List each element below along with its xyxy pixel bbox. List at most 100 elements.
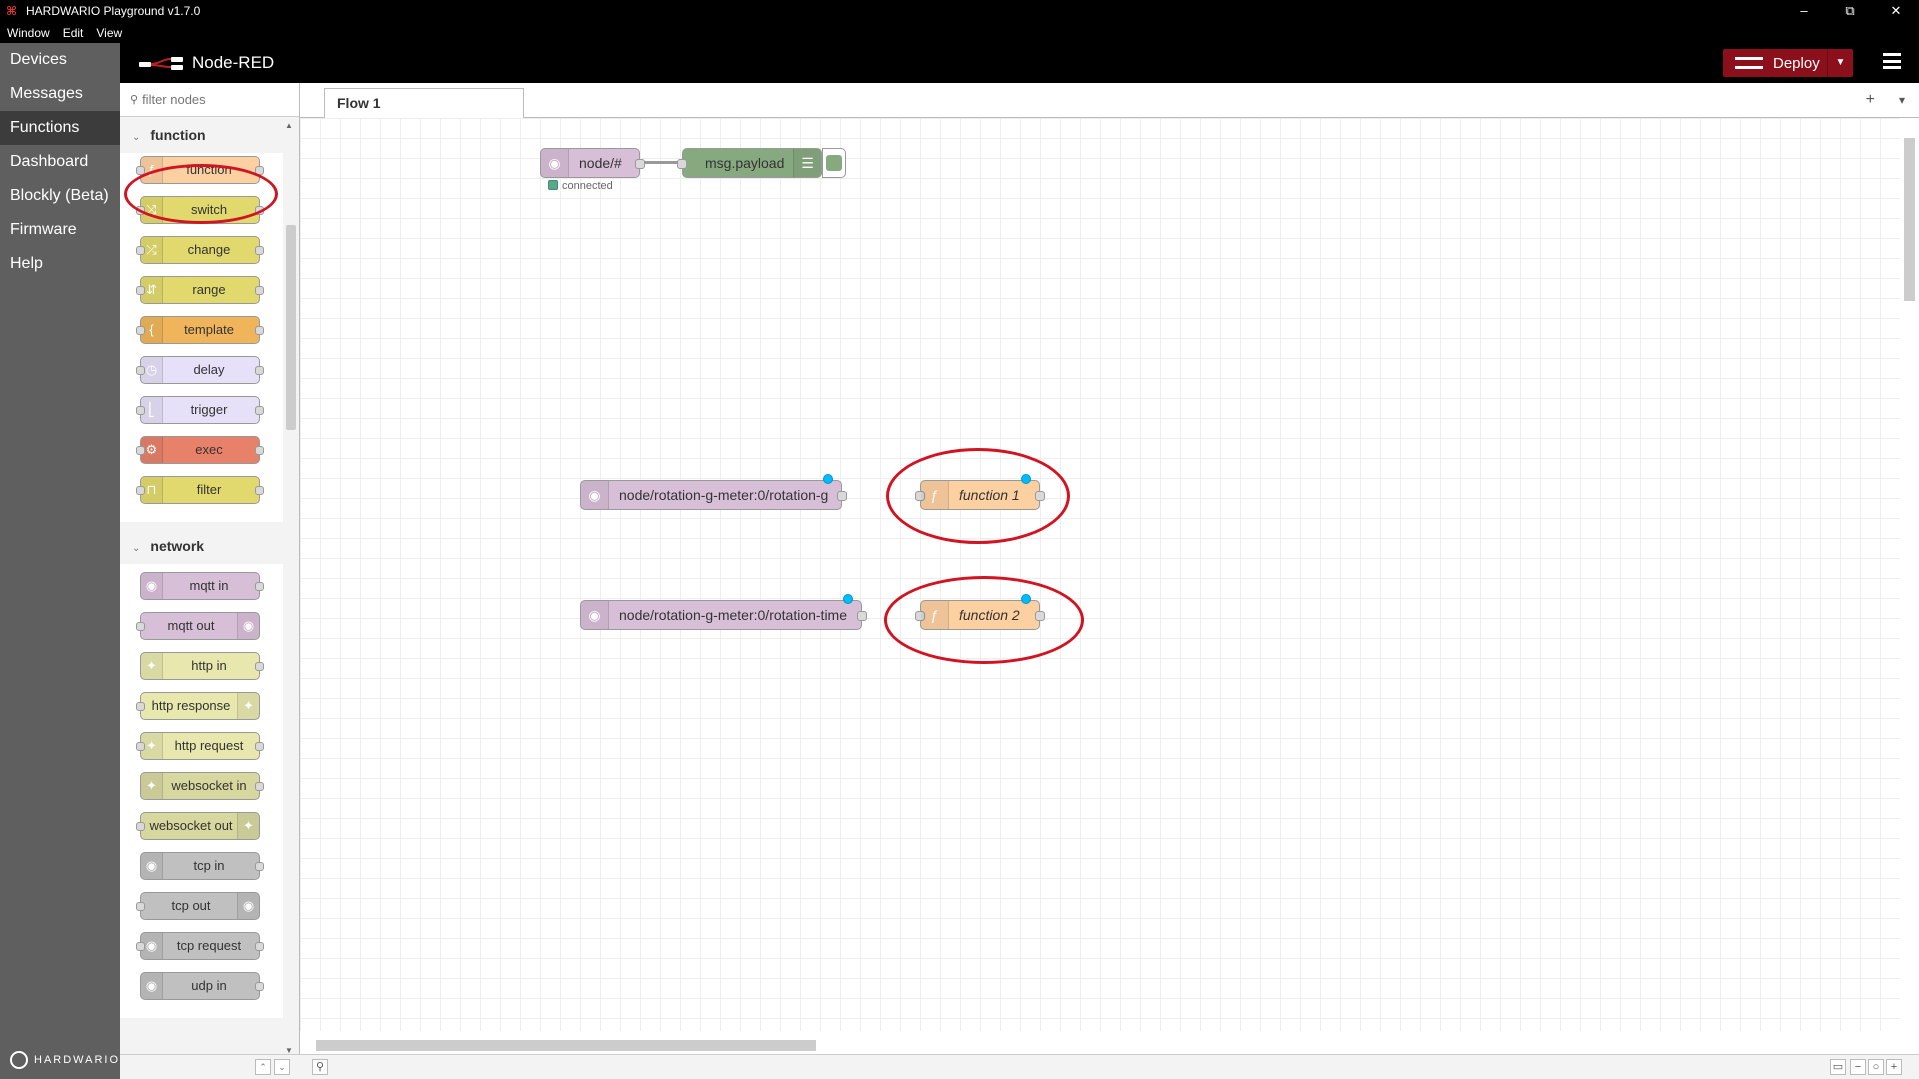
nav-item-help[interactable]: Help <box>10 255 43 272</box>
flow-node-debug[interactable]: msg.payload ☰ <box>677 148 822 178</box>
flow-node-mqtt-rotation-time[interactable]: ◉ node/rotation-g-meter:0/rotation-time <box>580 594 867 630</box>
palette-node-mqtt-out[interactable]: ◉mqtt out <box>136 612 260 640</box>
scroll-down-icon[interactable]: ▼ <box>285 1046 293 1055</box>
palette-node-websocket-out[interactable]: ✦websocket out <box>136 812 260 840</box>
palette-node-tcp-out[interactable]: ◉tcp out <box>136 892 260 920</box>
palette-node-mqtt-in[interactable]: ◉mqtt in <box>140 572 264 600</box>
palette-node-label: delay <box>193 362 225 377</box>
nav-item-functions[interactable]: Functions <box>0 111 120 145</box>
close-button[interactable]: ✕ <box>1890 3 1902 18</box>
output-port[interactable] <box>635 159 645 169</box>
palette-scrollbar[interactable]: ▲ ▼ <box>283 121 297 1055</box>
palette-node-label: template <box>184 322 234 337</box>
output-port[interactable] <box>857 611 867 621</box>
input-port <box>136 622 145 631</box>
input-port <box>136 902 145 911</box>
search-flows-icon[interactable]: ⚲ <box>312 1059 328 1075</box>
collapse-all-icon[interactable]: ⌃ <box>255 1059 271 1075</box>
palette-node-change[interactable]: ⤮change <box>136 236 264 264</box>
palette-node-template[interactable]: {template <box>136 316 264 344</box>
flow-node-function-1[interactable]: ƒ function 1 <box>915 474 1045 510</box>
zoom-in-icon[interactable]: + <box>1886 1059 1902 1075</box>
zoom-out-icon[interactable]: − <box>1850 1059 1866 1075</box>
input-port[interactable] <box>915 611 925 621</box>
flow-node-mqtt-rotation-g[interactable]: ◉ node/rotation-g-meter:0/rotation-g <box>580 474 847 510</box>
main-menu-icon[interactable] <box>1883 53 1901 69</box>
category-function-header[interactable]: ⌄function <box>120 117 299 153</box>
output-port[interactable] <box>1035 491 1045 501</box>
nav-item-firmware[interactable]: Firmware <box>10 221 77 238</box>
output-port[interactable] <box>837 491 847 501</box>
palette-node-tcp-request[interactable]: ◉tcp request <box>136 932 264 960</box>
output-port <box>255 782 264 791</box>
tcp-out-icon: ◉ <box>237 893 259 919</box>
palette-node-http-in[interactable]: ✦http in <box>140 652 264 680</box>
websocket-out-icon: ✦ <box>237 813 259 839</box>
canvas-vertical-scrollbar[interactable] <box>1900 118 1919 1031</box>
expand-all-icon[interactable]: ⌄ <box>274 1059 290 1075</box>
tab-flow-1[interactable]: Flow 1 <box>324 88 524 119</box>
menu-edit[interactable]: Edit <box>62 25 84 40</box>
change-icon: ⤮ <box>141 237 163 263</box>
deploy-button[interactable]: Deploy ▼ <box>1723 49 1853 77</box>
flow-list-chevron-icon[interactable]: ▾ <box>1898 93 1905 107</box>
deploy-icon <box>1735 57 1763 69</box>
zoom-reset-icon[interactable]: ○ <box>1868 1059 1884 1075</box>
node-label: node/rotation-g-meter:0/rotation-g <box>619 487 829 503</box>
navigator-icon[interactable]: ▭ <box>1830 1059 1846 1075</box>
palette-node-label: trigger <box>190 402 228 417</box>
palette-node-websocket-in[interactable]: ✦websocket in <box>140 772 264 800</box>
palette-filter: ⚲ <box>120 83 299 117</box>
palette-node-label: tcp in <box>193 858 225 873</box>
input-port <box>136 486 145 495</box>
node-red-logo-icon <box>139 57 183 70</box>
input-port[interactable] <box>677 159 687 169</box>
palette-scroll-thumb[interactable] <box>286 225 296 430</box>
node-red-header: Node-RED Deploy ▼ <box>120 43 1919 83</box>
deploy-menu-chevron-icon[interactable]: ▼ <box>1827 49 1853 77</box>
category-network-header[interactable]: ⌄network <box>120 528 299 564</box>
output-port <box>255 446 264 455</box>
palette-node-range[interactable]: ⇵range <box>136 276 264 304</box>
menu-window[interactable]: Window <box>7 25 50 40</box>
maximize-button[interactable]: ⧉ <box>1845 3 1855 18</box>
output-port <box>255 942 264 951</box>
palette-node-trigger[interactable]: ⎣trigger <box>136 396 264 424</box>
add-flow-icon[interactable]: + <box>1865 91 1875 108</box>
filter-nodes-input[interactable] <box>142 92 293 107</box>
canvas-horizontal-scrollbar[interactable] <box>300 1031 1900 1054</box>
input-port <box>136 406 145 415</box>
palette-node-exec[interactable]: ⚙exec <box>136 436 264 464</box>
nav-item-devices[interactable]: Devices <box>10 51 67 68</box>
palette-node-delay[interactable]: ◷delay <box>136 356 264 384</box>
canvas-vscroll-thumb[interactable] <box>1904 138 1915 301</box>
flow-node-mqtt-in[interactable]: ◉ node/# <box>540 148 645 178</box>
palette-node-switch[interactable]: ⤨switch <box>136 196 264 224</box>
palette-node-http-response[interactable]: ✦http response <box>136 692 260 720</box>
flow-canvas[interactable]: ◉ node/# connected msg.payload ☰ ◉ node/… <box>300 118 1900 1031</box>
minimize-button[interactable]: – <box>1800 3 1808 18</box>
node-label: function 1 <box>959 487 1020 503</box>
scroll-up-icon[interactable]: ▲ <box>285 121 293 130</box>
flow-node-function-2[interactable]: ƒ function 2 <box>915 594 1045 630</box>
output-port <box>255 326 264 335</box>
palette-node-tcp-in[interactable]: ◉tcp in <box>140 852 264 880</box>
status-dot-icon <box>548 180 558 190</box>
output-port[interactable] <box>1035 611 1045 621</box>
input-port[interactable] <box>915 491 925 501</box>
palette-node-udp-in[interactable]: ◉udp in <box>140 972 264 1000</box>
canvas-hscroll-thumb[interactable] <box>316 1040 816 1051</box>
debug-toggle-button[interactable] <box>822 148 846 178</box>
nav-item-messages[interactable]: Messages <box>10 85 83 102</box>
node-status: connected <box>548 180 613 192</box>
palette-node-label: udp in <box>191 978 227 993</box>
input-port <box>136 742 145 751</box>
menu-view[interactable]: View <box>96 25 123 40</box>
palette-node-http-request[interactable]: ✦http request <box>136 732 264 760</box>
palette-node-filter[interactable]: ⊓filter <box>136 476 264 504</box>
nav-item-dashboard[interactable]: Dashboard <box>10 153 89 170</box>
nav-item-blockly[interactable]: Blockly (Beta) <box>10 187 109 204</box>
wire[interactable] <box>636 161 682 164</box>
palette-node-label: websocket in <box>171 778 247 793</box>
